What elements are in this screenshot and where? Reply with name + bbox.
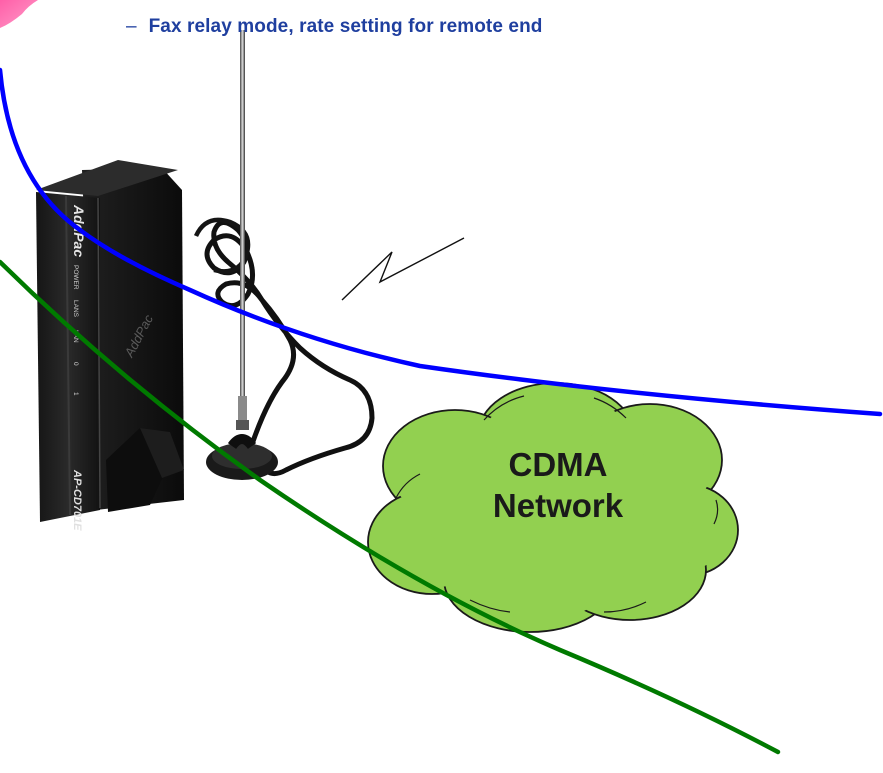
cloud-label: CDMA Network <box>448 444 668 526</box>
device-side-panel <box>82 168 184 510</box>
device-label-1: 1 <box>72 392 79 396</box>
blue-curve <box>0 67 883 417</box>
device-label-power: POWER <box>72 265 79 290</box>
green-line <box>0 259 781 755</box>
device-label-0: 0 <box>72 362 79 366</box>
antenna-icon <box>193 30 375 480</box>
cloud-label-line2: Network <box>492 487 624 524</box>
device-top <box>36 160 178 196</box>
device-model-label: AP-CD701E <box>71 469 83 531</box>
pink-corner-accent <box>0 0 38 28</box>
cloud-label-line1: CDMA <box>508 446 608 483</box>
bullet-dash: – <box>126 16 137 37</box>
bullet-text: Fax relay mode, rate setting for remote … <box>148 16 543 37</box>
device-label-lan: LAN <box>72 330 79 343</box>
device-label-lans: LANS <box>72 300 79 318</box>
cloud-interior <box>377 393 729 623</box>
bullet-item: – Fax relay mode, rate setting for remot… <box>126 14 543 40</box>
cdma-gateway-device: AddPac POWER LANS LAN 0 1 AP-CD701E AddP… <box>36 160 184 531</box>
cloud-inner-arcs <box>395 395 719 613</box>
antenna-rod <box>240 30 245 400</box>
lightning-bolt-icon <box>341 237 465 301</box>
